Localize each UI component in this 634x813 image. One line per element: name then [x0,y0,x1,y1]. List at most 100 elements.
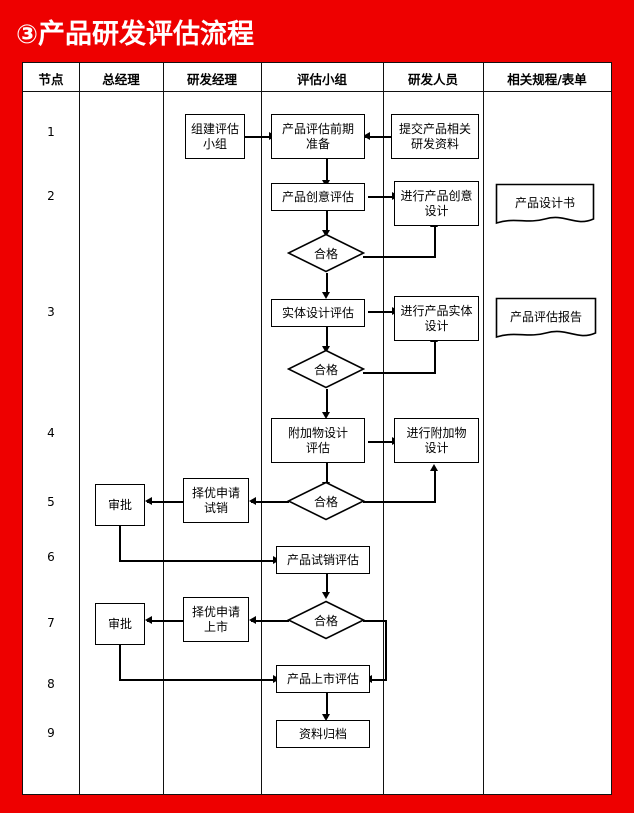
row-number-6: 6 [47,550,55,564]
connector-n18-n21-h [363,620,387,622]
node-n15-label: 择优申请 试销 [191,485,240,515]
node-n19-label: 择优申请 上市 [191,604,240,634]
row-number-9: 9 [47,726,55,740]
arrow-n8-n11 [322,346,330,353]
node-n18[interactable]: 合格 [287,600,365,640]
connector-n7-n5-v [434,226,436,257]
node-n1[interactable]: 组建评估 小组 [185,114,245,159]
connector-n4-n7 [326,211,328,233]
arrow-n4-n7 [322,230,330,237]
connector-n11-n9-h [363,372,436,374]
node-n17[interactable]: 产品试销评估 [276,546,370,574]
column-header-rd-mgr: 研发经理 [186,72,237,87]
arrow-n14-n13 [430,464,438,471]
column-divider-5 [483,63,484,794]
node-n11-label: 合格 [313,362,338,377]
arrow-n11-n12 [322,412,330,419]
node-n10-label: 产品评估报告 [509,310,582,324]
column-divider-3 [261,63,262,794]
node-n8-label: 实体设计评估 [281,305,354,320]
arrow-n19-n20 [145,616,152,624]
connector-n18-n21-v [385,620,387,679]
node-n6-label: 产品设计书 [514,196,575,210]
node-n9[interactable]: 进行产品实体 设计 [394,296,479,341]
node-n2-label: 产品评估前期 准备 [281,121,354,151]
column-divider-1 [79,63,80,794]
decision-shape-icon [287,233,365,273]
row-number-4: 4 [47,426,55,440]
node-n4[interactable]: 产品创意评估 [271,183,365,211]
node-n21[interactable]: 产品上市评估 [276,665,370,693]
node-n8[interactable]: 实体设计评估 [271,299,365,327]
node-n14[interactable]: 合格 [287,481,365,521]
connector-n18-n19 [251,620,289,622]
row-number-2: 2 [47,189,55,203]
connector-n11-n9-v [434,341,436,373]
node-n6[interactable]: 产品设计书 [495,183,595,228]
node-n16[interactable]: 审批 [95,484,145,526]
column-header-docs: 相关规程/表单 [507,72,587,87]
node-n9-label: 进行产品实体 设计 [400,303,473,333]
node-n13[interactable]: 进行附加物 设计 [394,418,479,463]
connector-n12-n14 [326,463,328,485]
decision-shape-icon-2 [287,349,365,389]
node-n5[interactable]: 进行产品创意 设计 [394,181,479,226]
document-shape-icon [495,183,595,225]
column-divider-4 [383,63,384,794]
connector-n7-n8 [326,273,328,295]
node-n7[interactable]: 合格 [287,233,365,273]
connector-n7-n5-h [363,256,436,258]
node-n3[interactable]: 提交产品相关 研发资料 [391,114,479,159]
node-n1-label: 组建评估 小组 [190,121,239,151]
decision-shape-icon-4 [287,600,365,640]
connector-n14-n13-h [363,501,436,503]
arrow-n7-n8 [322,292,330,299]
arrow-n21-n22 [322,714,330,721]
node-n10[interactable]: 产品评估报告 [495,297,597,342]
row-number-7: 7 [47,616,55,630]
node-n7-label: 合格 [313,246,338,261]
connector-n12-n13 [368,441,394,443]
node-n21-label: 产品上市评估 [286,671,359,686]
node-n3-label: 提交产品相关 研发资料 [398,121,471,151]
connector-n2-n4 [326,159,328,183]
row-number-5: 5 [47,495,55,509]
connector-n14-n13-v [434,470,436,502]
node-n19[interactable]: 择优申请 上市 [183,597,249,642]
node-n15[interactable]: 择优申请 试销 [183,478,249,523]
column-divider-2 [163,63,164,794]
row-number-3: 3 [47,305,55,319]
connector-n20-n21-h [119,679,275,681]
node-n5-label: 进行产品创意 设计 [400,188,473,218]
node-n20[interactable]: 审批 [95,603,145,645]
row-number-1: 1 [47,125,55,139]
connector-n21-n22 [326,692,328,718]
connector-n19-n20 [147,620,183,622]
node-n12[interactable]: 附加物设计 评估 [271,418,365,463]
connector-n4-n5 [368,196,394,198]
arrow-n17-n18 [322,592,330,599]
arrow-n3-n2 [363,132,370,140]
arrow-n14-n15 [249,497,256,505]
node-n2[interactable]: 产品评估前期 准备 [271,114,365,159]
column-header-node: 节点 [38,72,64,87]
flowchart-container: 节点 总经理 研发经理 评估小组 研发人员 相关规程/表单 1 2 3 4 5 … [22,62,612,795]
node-n12-label: 附加物设计 评估 [287,425,348,455]
node-n18-label: 合格 [313,613,338,628]
node-n11[interactable]: 合格 [287,349,365,389]
node-n22[interactable]: 资料归档 [276,720,370,748]
connector-n8-n9 [368,311,394,313]
node-n16-label: 审批 [107,497,132,512]
arrow-n15-n16 [145,497,152,505]
connector-n16-n17-v [119,526,121,561]
connector-n16-n17-h [119,560,275,562]
arrow-n18-n19 [249,616,256,624]
connector-n14-n15 [251,501,289,503]
column-header-rd-staff: 研发人员 [407,72,458,87]
connector-n15-n16 [147,501,183,503]
node-n20-label: 审批 [107,616,132,631]
header-divider [23,91,611,92]
node-n14-label: 合格 [313,494,338,509]
document-shape-icon-2 [495,297,597,339]
connector-n18-n21-h2 [367,679,387,681]
